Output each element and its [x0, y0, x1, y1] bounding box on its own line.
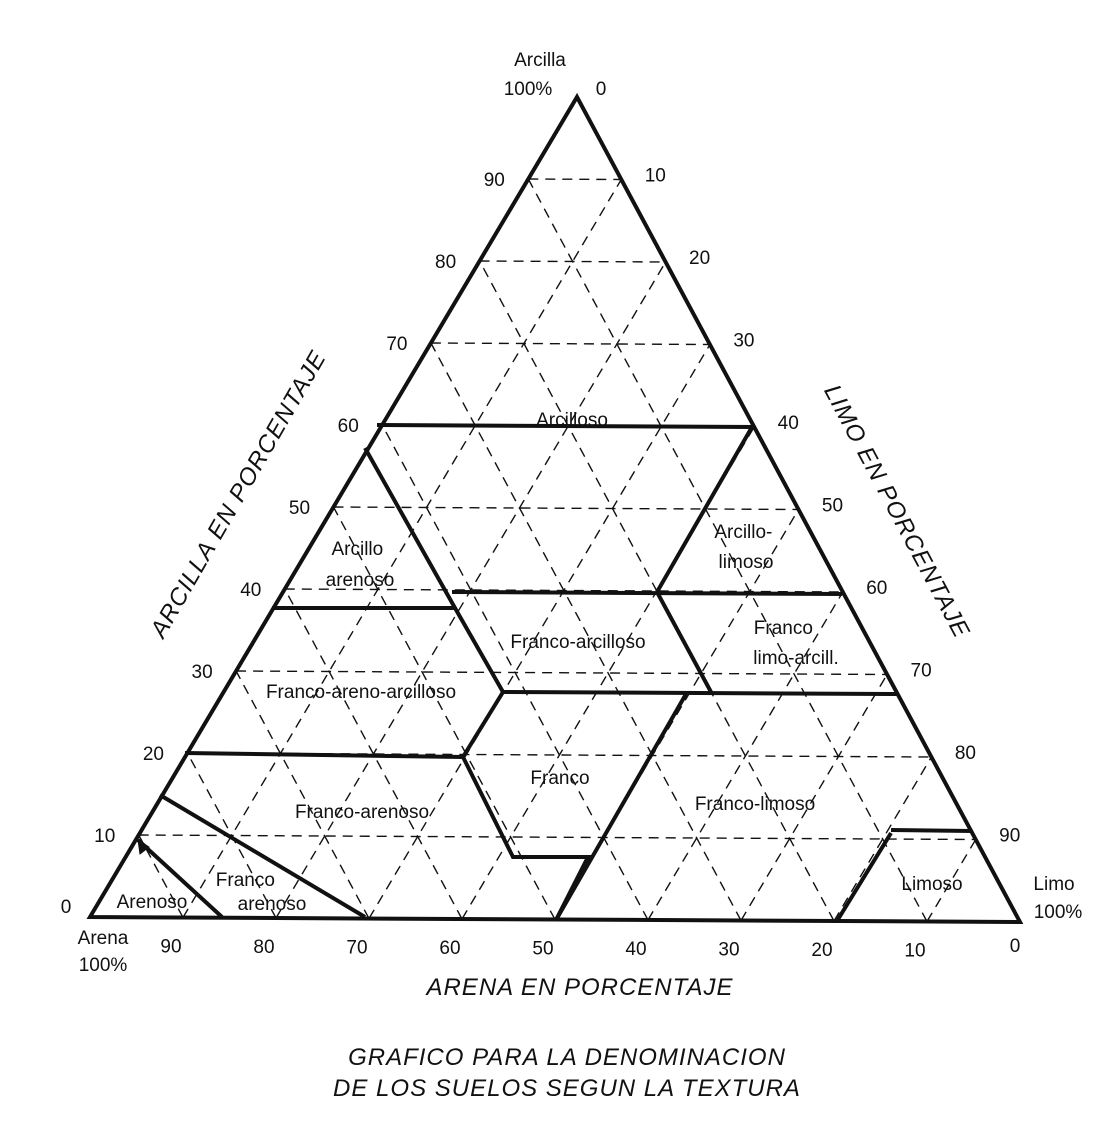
- region-label-arcilloso: Arcilloso: [536, 410, 608, 431]
- class-boundary-line: [554, 693, 688, 921]
- region-label-franco-limo-arcilloso: Franco limo-arcill.: [753, 618, 839, 669]
- dashed-grid: [138, 178, 977, 922]
- caption-line-1: GRAFICO PARA LA DENOMINACION: [348, 1044, 786, 1071]
- clay-tick-label: 80: [435, 252, 456, 273]
- region-label-limoso: Limoso: [901, 874, 962, 895]
- silt-tick-label: 30: [733, 331, 754, 352]
- grid-line-clay: [236, 670, 888, 676]
- silt-tick-label: 90: [999, 826, 1020, 847]
- grid-line-sand: [430, 342, 742, 921]
- grid-line-silt: [368, 344, 711, 919]
- clay-axis-title: ARCILLA EN PORCENTAJE: [144, 346, 332, 644]
- tick-labels: 10 20 30 40 50 60 70 80 90 10 20 30 40 50 60 70 80 90 90 80…: [94, 166, 1020, 962]
- grid-line-clay: [138, 834, 976, 841]
- region-label-franco-arenoso-small: Franco arenoso: [216, 870, 307, 915]
- sand-vertex-percent: 100%: [79, 955, 128, 976]
- grid-line-clay: [430, 342, 710, 346]
- sand-tick-label: 40: [625, 939, 646, 960]
- sand-tick-label: 60: [439, 938, 460, 959]
- sand-tick-label: 30: [718, 940, 739, 961]
- grid-line-silt: [554, 509, 800, 920]
- class-boundaries: [136, 423, 973, 923]
- clay-vertex-percent: 100%: [504, 79, 553, 100]
- sand-tick-label: 50: [532, 939, 553, 960]
- grid-line-sand: [235, 670, 370, 919]
- sand-tick-label: 80: [253, 937, 274, 958]
- class-boundary-line: [890, 828, 973, 833]
- region-label-franco-arenoso: Franco-arenoso: [295, 802, 429, 823]
- silt-vertex-name: Limo: [1033, 874, 1074, 895]
- class-boundary-line: [655, 591, 713, 693]
- clay-vertex-zero: 0: [596, 79, 607, 100]
- region-label-arcillo-limoso: Arcillo- limoso: [714, 522, 777, 573]
- grid-line-clay: [528, 178, 622, 181]
- grid-line-silt: [182, 179, 622, 918]
- silt-tick-label: 60: [866, 578, 887, 599]
- clay-tick-label: 30: [192, 662, 213, 683]
- clay-tick-label: 90: [484, 170, 505, 191]
- clay-tick-label: 40: [240, 580, 261, 601]
- grid-line-sand: [527, 178, 928, 922]
- sand-tick-label: 20: [811, 940, 832, 961]
- silt-tick-label: 10: [645, 166, 666, 187]
- class-boundary-line: [158, 793, 367, 919]
- silt-vertex-zero: 0: [1010, 936, 1021, 957]
- arrowhead-icon: [137, 838, 150, 855]
- grid-line-silt: [833, 756, 933, 922]
- sand-tick-label: 10: [904, 941, 925, 962]
- region-label-franco-areno-arcilloso: Franco-areno-arcilloso: [266, 682, 456, 703]
- caption-line-2: DE LOS SUELOS SEGUN LA TEXTURA: [333, 1075, 801, 1102]
- grid-line-silt: [740, 674, 888, 921]
- region-label-arcillo-arenoso: Arcillo arenoso: [326, 539, 395, 591]
- grid-line-silt: [275, 261, 667, 919]
- sand-tick-label: 70: [346, 938, 367, 959]
- sand-axis-title: ARENA EN PORCENTAJE: [424, 974, 733, 1001]
- region-label-franco-limoso: Franco-limoso: [695, 794, 815, 815]
- silt-tick-label: 80: [955, 743, 976, 764]
- clay-vertex-name: Arcilla: [514, 50, 566, 71]
- sand-vertex-name: Arena: [78, 928, 129, 949]
- silt-tick-label: 50: [822, 496, 843, 517]
- class-boundary-line: [835, 831, 893, 923]
- sand-tick-label: 90: [160, 937, 181, 958]
- class-boundary-line: [136, 838, 224, 919]
- clay-tick-label: 10: [94, 826, 115, 847]
- silt-tick-label: 20: [689, 248, 710, 269]
- clay-tick-label: 50: [289, 498, 310, 519]
- region-label-franco: Franco: [530, 768, 589, 789]
- class-boundary-line: [451, 590, 843, 596]
- silt-vertex-percent: 100%: [1034, 902, 1083, 923]
- region-label-arenoso: Arenoso: [117, 892, 188, 913]
- clay-tick-label: 70: [386, 334, 407, 355]
- region-label-franco-arcilloso: Franco-arcilloso: [510, 632, 645, 653]
- triangle-outline: [86, 92, 1024, 925]
- class-boundary-line: [502, 690, 898, 696]
- silt-tick-label: 40: [778, 413, 799, 434]
- clay-tick-label: 60: [338, 416, 359, 437]
- clay-tick-label: 20: [143, 744, 164, 765]
- grid-line-clay: [333, 506, 799, 511]
- class-boundary-line: [184, 751, 464, 759]
- silt-tick-label: 70: [911, 661, 932, 682]
- sand-vertex-zero: 0: [61, 897, 72, 918]
